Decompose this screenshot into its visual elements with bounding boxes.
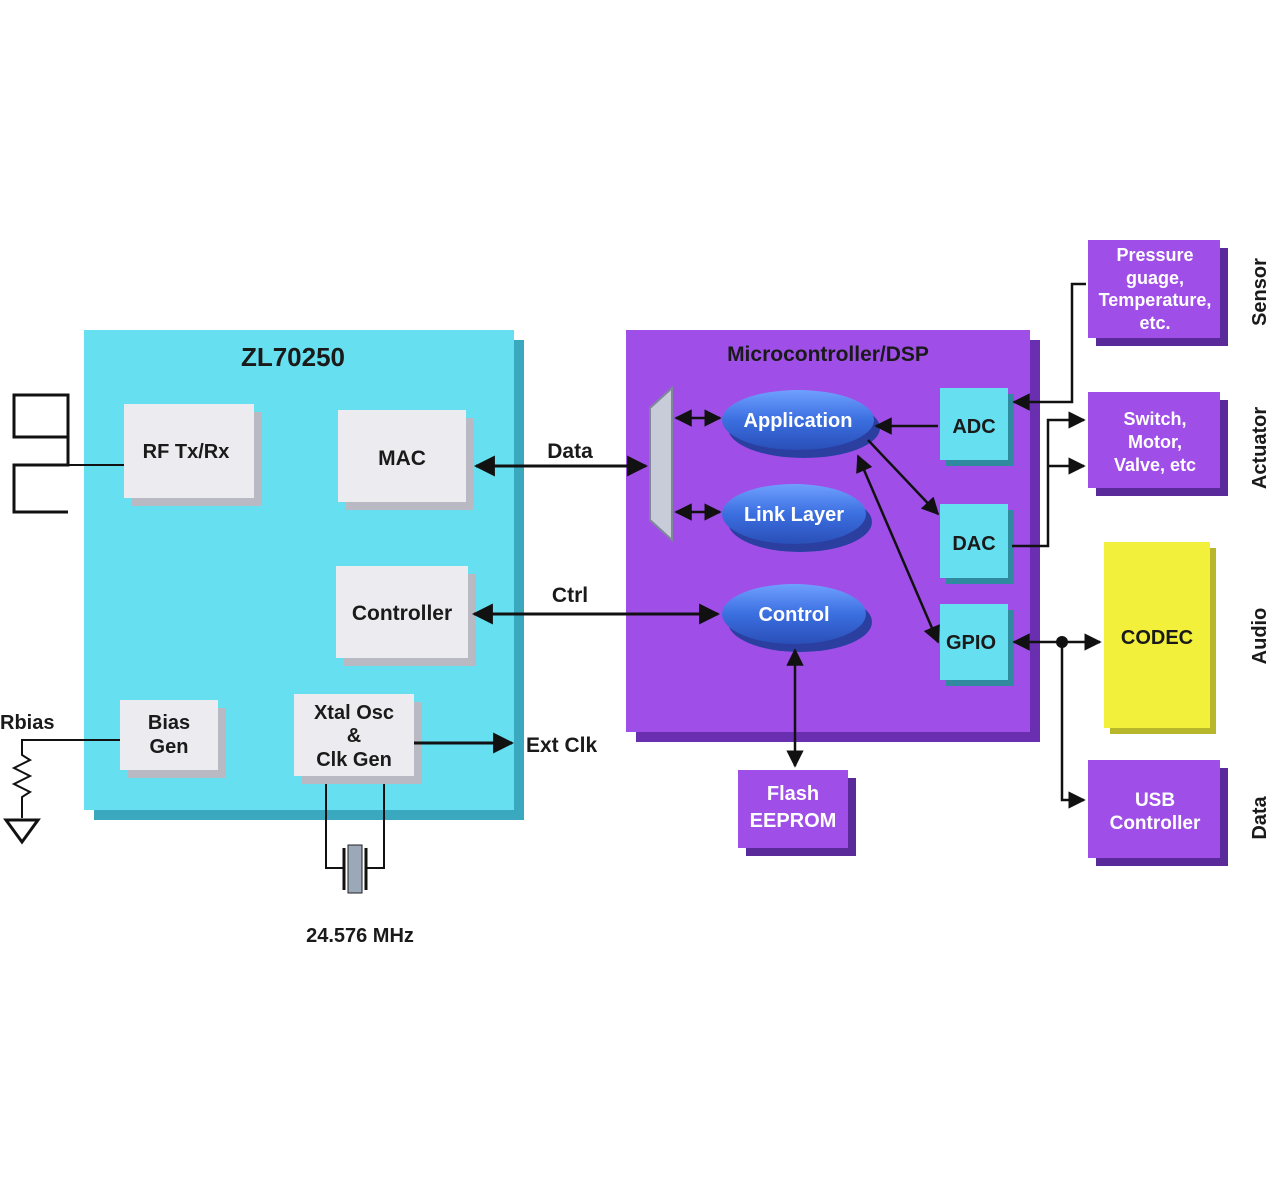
antenna-icon (12, 393, 126, 514)
data-bus-label: Data (547, 440, 593, 463)
mux-icon (649, 385, 673, 543)
mcu-internal-connections (674, 409, 940, 768)
control-ellipse: Control (722, 584, 872, 652)
sensor-label-4: etc. (1139, 313, 1170, 333)
rbias-resistor-icon: Rbias (0, 712, 120, 845)
data-category-label: Data (1249, 795, 1271, 839)
sensor-label-3: Temperature, (1099, 290, 1212, 310)
rf-txrx-block: RF Tx/Rx (124, 404, 262, 506)
junction-dot (1056, 636, 1068, 648)
actuator-label-3: Valve, etc (1114, 455, 1196, 475)
flash-label-1: Flash (767, 783, 819, 805)
mcu-title: Microcontroller/DSP (727, 343, 929, 366)
sensor-category-label: Sensor (1249, 258, 1271, 326)
audio-category-label: Audio (1249, 608, 1271, 665)
zl70250-title: ZL70250 (241, 342, 345, 372)
ctrl-bus-label: Ctrl (552, 584, 588, 607)
peripheral-connections (1012, 282, 1102, 809)
usb-label-1: USB (1135, 790, 1175, 811)
actuator-block: Switch, Motor, Valve, etc (1088, 392, 1228, 496)
codec-block: CODEC (1104, 542, 1216, 734)
xtal-label-3: Clk Gen (316, 749, 392, 771)
actuator-category-label: Actuator (1249, 407, 1271, 489)
rf-txrx-label: RF Tx/Rx (143, 441, 230, 463)
flash-label-2: EEPROM (750, 810, 837, 832)
usb-controller-block: USB Controller (1088, 760, 1228, 866)
dac-label: DAC (952, 533, 995, 555)
rbias-label: Rbias (0, 712, 54, 734)
actuator-label-2: Motor, (1128, 432, 1182, 452)
link-layer-ellipse: Link Layer (722, 484, 872, 552)
controller-block: Controller (336, 566, 476, 666)
xtal-label-1: Xtal Osc (314, 702, 394, 724)
adc-label: ADC (952, 416, 995, 438)
flash-eeprom-block: Flash EEPROM (738, 770, 856, 856)
bias-gen-block: Bias Gen (120, 700, 226, 778)
xtal-osc-block: Xtal Osc & Clk Gen (294, 694, 422, 784)
link-layer-label: Link Layer (744, 504, 844, 526)
sensor-block: Pressure guage, Temperature, etc. (1088, 240, 1228, 346)
dac-block: DAC (940, 504, 1014, 584)
mac-block: MAC (338, 410, 474, 510)
usb-label-2: Controller (1110, 813, 1201, 834)
crystal-frequency-label: 24.576 MHz (306, 925, 414, 947)
sensor-label-2: guage, (1126, 268, 1184, 288)
xtal-label-2: & (347, 725, 361, 747)
ext-clk-label: Ext Clk (526, 734, 598, 757)
bias-gen-label-1: Bias (148, 712, 190, 734)
gpio-block: GPIO (940, 604, 1014, 686)
application-label: Application (744, 410, 853, 432)
ground-icon (3, 818, 41, 845)
mac-label: MAC (378, 447, 426, 470)
control-label: Control (758, 604, 829, 626)
sensor-label-1: Pressure (1116, 245, 1193, 265)
bias-gen-label-2: Gen (150, 736, 189, 758)
actuator-label-1: Switch, (1123, 409, 1186, 429)
application-ellipse: Application (722, 390, 880, 458)
crystal-icon (325, 784, 385, 894)
controller-label: Controller (352, 602, 452, 625)
adc-block: ADC (940, 388, 1014, 466)
codec-label: CODEC (1121, 627, 1193, 649)
gpio-label: GPIO (946, 632, 996, 654)
